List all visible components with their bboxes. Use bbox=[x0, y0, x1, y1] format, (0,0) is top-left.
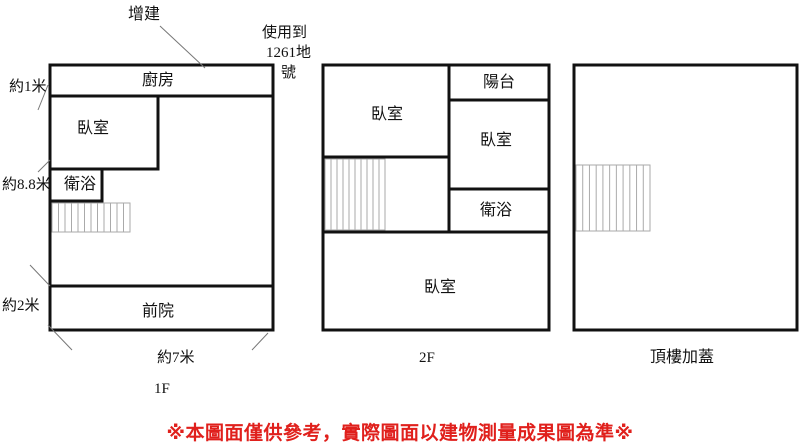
dimension-width: 約7米 bbox=[157, 350, 195, 366]
room-bathroom-1f: 衛浴 bbox=[63, 176, 97, 193]
floor-label-1f: 1F bbox=[154, 381, 170, 397]
lot-suffix: 號 bbox=[281, 65, 297, 81]
plan-1f-outline bbox=[48, 63, 275, 332]
room-front-yard: 前院 bbox=[141, 303, 175, 320]
addition-note: 增建 bbox=[128, 6, 161, 23]
room-bedroom-2f-bottom: 臥室 bbox=[423, 279, 457, 296]
room-balcony: 陽台 bbox=[482, 74, 516, 91]
room-bedroom-2f-right: 臥室 bbox=[479, 132, 513, 149]
plan-1f-leader-lines bbox=[29, 25, 269, 351]
plan-roof-walls bbox=[572, 63, 799, 332]
leader-dim-top bbox=[37, 84, 49, 111]
room-kitchen: 廚房 bbox=[141, 72, 175, 89]
dimension-middle: 約8.8米 bbox=[2, 177, 51, 193]
used-to-note: 使用到 bbox=[262, 25, 308, 41]
leader-addition bbox=[159, 25, 206, 69]
plan-1f-staircase bbox=[51, 202, 131, 233]
leader-dim-width bbox=[251, 332, 269, 351]
stairs-roof-frame bbox=[575, 164, 651, 232]
leader-dim-bottom-a bbox=[29, 264, 51, 287]
dimension-top: 約1米 bbox=[9, 79, 47, 95]
disclaimer: ※本圖面僅供參考，實際圖面以建物測量成果圖為準※ bbox=[166, 422, 634, 444]
plan-roof-outline bbox=[572, 63, 799, 332]
leader-dim-middle bbox=[37, 159, 51, 173]
plan-roof-staircase bbox=[575, 164, 651, 232]
leader-dim-bottom-b bbox=[47, 324, 73, 351]
floor-label-2f: 2F bbox=[419, 350, 435, 366]
lot-number-note: 1261地 bbox=[266, 45, 312, 61]
dimension-bottom: 約2米 bbox=[2, 298, 40, 314]
room-bedroom-1f: 臥室 bbox=[76, 120, 110, 137]
plan-2f-walls bbox=[321, 63, 551, 332]
room-bedroom-2f-left: 臥室 bbox=[370, 106, 404, 123]
plan-1f-bath-wall bbox=[50, 169, 104, 203]
plan-2f-staircase bbox=[324, 158, 386, 231]
room-bathroom-2f: 衛浴 bbox=[479, 202, 513, 219]
floor-label-roof: 頂樓加蓋 bbox=[650, 349, 715, 366]
plan-2f-outline bbox=[321, 63, 551, 332]
plan-1f-bedroom-wall bbox=[50, 96, 160, 171]
plan-1f-walls bbox=[48, 63, 275, 332]
